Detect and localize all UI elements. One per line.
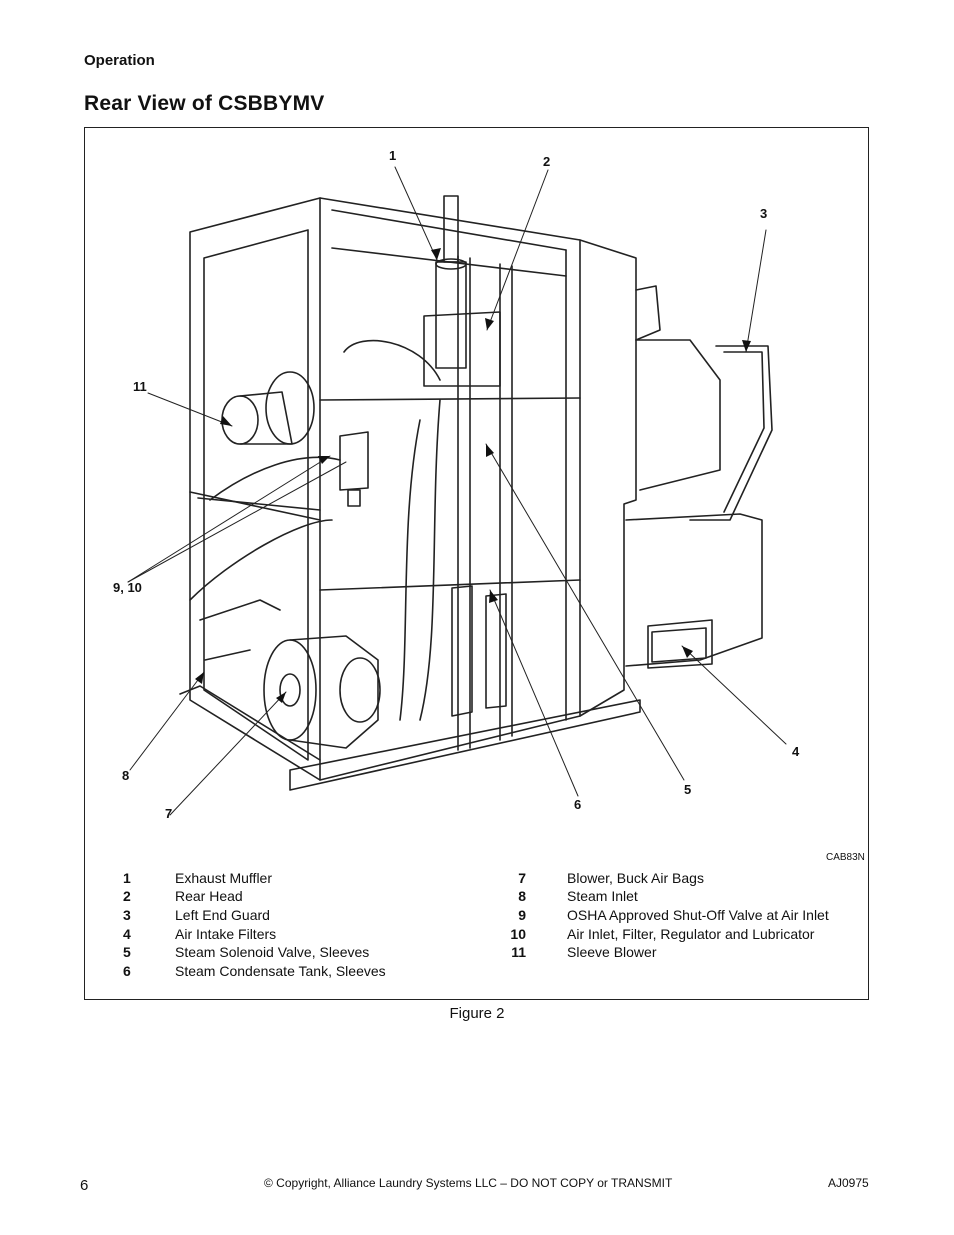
rear-head-shape [423, 311, 501, 387]
legend-label: Blower, Buck Air Bags [567, 870, 704, 886]
legend-number: 4 [123, 926, 131, 942]
buck-blower-shape [263, 635, 381, 749]
copyright-notice: © Copyright, Alliance Laundry Systems LL… [264, 1176, 673, 1190]
document-code: AJ0975 [828, 1176, 869, 1190]
legend-number: 1 [123, 870, 131, 886]
legend-number: 5 [123, 944, 131, 960]
legend-number: 3 [123, 907, 131, 923]
page-number: 6 [80, 1177, 89, 1194]
legend-label: Exhaust Muffler [175, 870, 273, 886]
sleeve-blower-shape [221, 371, 315, 445]
figure-caption: Figure 2 [449, 1005, 505, 1022]
filter-regulator-shape [339, 431, 369, 507]
legend-number: 11 [511, 944, 526, 960]
callout-9-10: 9, 10 [113, 580, 142, 595]
callout-4: 4 [792, 744, 800, 759]
callout-leader-lines [127, 166, 787, 816]
image-code: CAB83N [826, 852, 865, 863]
legend-label: Sleeve Blower [567, 944, 657, 960]
legend-label: Steam Inlet [567, 888, 638, 904]
legend-number: 9 [518, 907, 526, 923]
legend-number: 7 [518, 870, 526, 886]
cabinet-frame [179, 197, 641, 791]
callout-6: 6 [574, 797, 582, 812]
callout-7: 7 [165, 806, 173, 821]
hoses [189, 339, 441, 721]
figure-frame [84, 127, 869, 1000]
callout-1: 1 [389, 148, 397, 163]
section-heading: Operation [84, 52, 155, 69]
legend-label: Left End Guard [175, 907, 270, 923]
callout-2: 2 [543, 154, 551, 169]
callout-11: 11 [133, 379, 147, 394]
callout-3: 3 [760, 206, 768, 221]
legend-number: 2 [123, 888, 131, 904]
legend-label: Steam Condensate Tank, Sleeves [175, 963, 386, 979]
exhaust-muffler-shape [435, 195, 467, 369]
legend-number: 10 [510, 926, 526, 942]
leader-arrowheads [195, 248, 751, 703]
legend-label: Rear Head [175, 888, 243, 904]
legend-label: Air Inlet, Filter, Regulator and Lubrica… [567, 926, 815, 942]
callout-5: 5 [684, 782, 692, 797]
page-title: Rear View of CSBBYMV [84, 92, 325, 115]
left-end-guard-shape [625, 285, 773, 669]
condensate-tank-shape [451, 585, 507, 717]
legend-number: 6 [123, 963, 131, 979]
legend-label: OSHA Approved Shut-Off Valve at Air Inle… [567, 907, 829, 923]
callout-8: 8 [122, 768, 130, 783]
legend-label: Steam Solenoid Valve, Sleeves [175, 944, 370, 960]
legend-number: 8 [518, 888, 526, 904]
legend-label: Air Intake Filters [175, 926, 277, 942]
